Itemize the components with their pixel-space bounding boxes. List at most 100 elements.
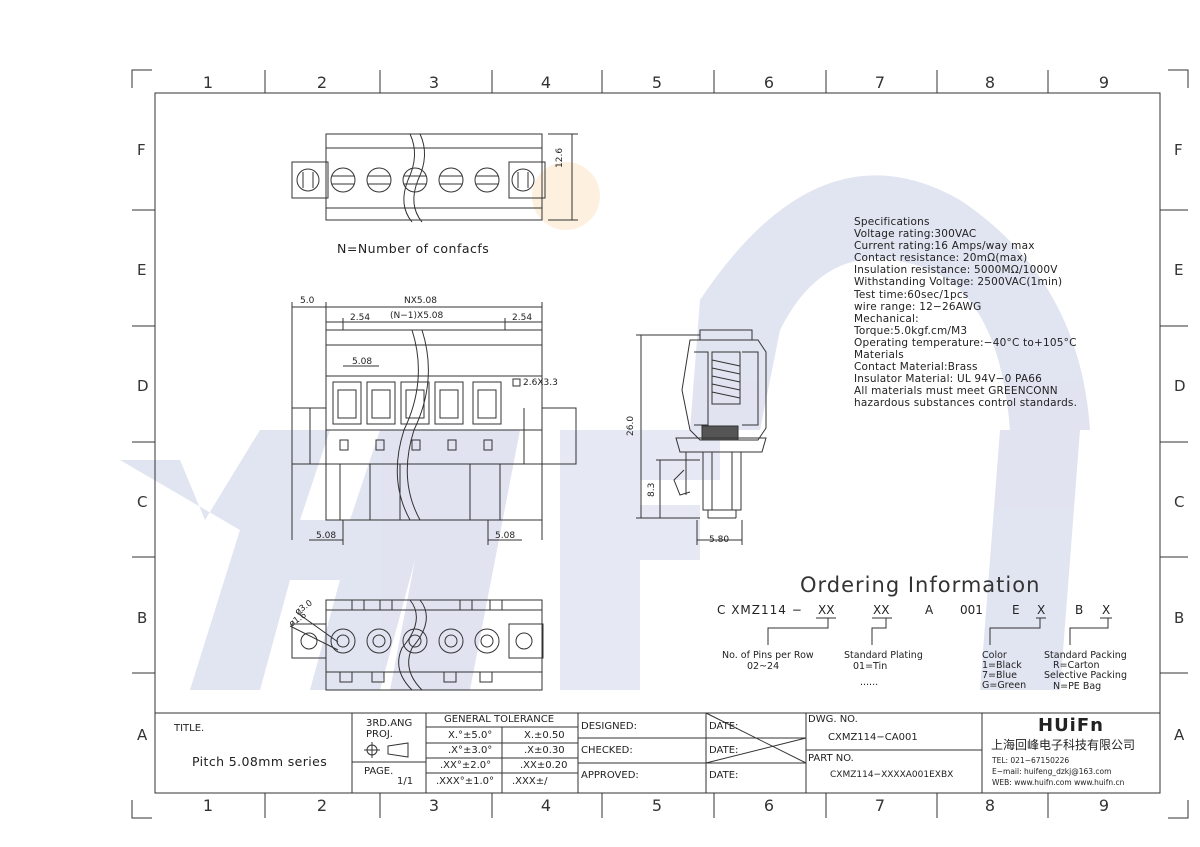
tol-linear: .XXX±/	[512, 776, 548, 787]
spec-line: Insulation resistance: 5000MΩ/1000V	[854, 264, 1058, 277]
row-label: C	[137, 493, 148, 511]
col-label: 8	[984, 73, 996, 92]
packing-value: R=Carton	[1053, 660, 1100, 671]
tolerance-header: GENERAL TOLERANCE	[444, 714, 555, 725]
watermark	[120, 162, 1090, 690]
spec-line: hazardous substances control standards.	[854, 397, 1078, 410]
side-view	[636, 329, 767, 545]
frame	[131, 69, 1189, 819]
date-label: DATE:	[709, 721, 739, 732]
col-label: 1	[202, 796, 214, 815]
checked-label: CHECKED:	[581, 745, 633, 756]
tol-linear: .X±0.30	[524, 745, 565, 756]
row-label: F	[137, 141, 146, 159]
code-001: 001	[960, 603, 983, 617]
dim-pitch: 5.08	[352, 357, 373, 367]
row-label: B	[1174, 609, 1185, 627]
company-name: 上海回峰电子科技有限公司	[991, 738, 1136, 752]
code-color: X	[1037, 603, 1046, 617]
packing-label: Standard Packing	[1044, 650, 1127, 661]
color-value: G=Green	[982, 680, 1027, 691]
dim-5-80: 5.80	[709, 535, 730, 545]
color-value: 7=Blue	[982, 670, 1018, 681]
page-value: 1/1	[397, 776, 414, 787]
code-a: A	[925, 603, 934, 617]
code-prefix: C XMZ114 −	[717, 603, 803, 617]
col-label: 4	[540, 796, 552, 815]
ordering-lines	[767, 617, 1112, 645]
front-view	[291, 302, 577, 545]
plating-more: ......	[860, 677, 879, 688]
code-packing: X	[1102, 603, 1111, 617]
page-label: PAGE.	[364, 766, 394, 777]
row-label: D	[1174, 377, 1186, 395]
tol-angle: .XXX°±1.0°	[436, 776, 495, 787]
row-label: E	[137, 261, 147, 279]
spec-line: Withstanding Voltage: 2500VAC(1min)	[854, 276, 1063, 289]
col-label: 2	[316, 73, 328, 92]
col-label: 6	[763, 73, 775, 92]
col-label: 8	[984, 796, 996, 815]
specifications: Specifications Voltage rating:300VAC Cur…	[854, 216, 1077, 410]
dwg-label: DWG. NO.	[808, 714, 858, 725]
pins-label: No. of Pins per Row	[722, 650, 814, 661]
spec-line: Test time:60sec/1pcs	[854, 288, 969, 301]
pins-range: 02~24	[747, 661, 780, 672]
dim-height: 12.6	[555, 147, 565, 168]
tol-angle: .X°±3.0°	[448, 745, 493, 756]
dwg-value: CXMZ114−CA001	[828, 732, 918, 743]
spec-line: Voltage rating:300VAC	[854, 228, 977, 241]
company-web: WEB: www.huifn.com www.huifn.cn	[992, 778, 1125, 787]
tol-angle: X.°±5.0°	[448, 730, 493, 741]
code-pins: XX	[818, 603, 835, 617]
code-plating: XX	[873, 603, 890, 617]
dim-2-54-right: 2.54	[512, 313, 533, 323]
col-label: 3	[428, 796, 440, 815]
date-label: DATE:	[709, 745, 739, 756]
part-value: CXMZ114−XXXXA001EXBX	[830, 770, 954, 780]
row-label: E	[1174, 261, 1184, 279]
tol-linear: X.±0.50	[524, 730, 565, 741]
plating-label: Standard Plating	[844, 650, 923, 661]
dim-bottom-left: 5.08	[316, 531, 337, 541]
proj-line2: PROJ.	[366, 729, 393, 740]
color-label: Color	[982, 650, 1007, 661]
designed-label: DESIGNED:	[581, 721, 637, 732]
code-e: E	[1012, 603, 1020, 617]
col-label: 7	[874, 73, 886, 92]
row-label: F	[1174, 141, 1183, 159]
spec-line: wire range: 12−26AWG	[854, 300, 982, 313]
col-label: 4	[540, 73, 552, 92]
tol-angle: .XX°±2.0°	[440, 760, 492, 771]
company-email: E−mail: huifeng_dzkj@163.com	[992, 767, 1112, 776]
ordering-title: Ordering Information	[800, 573, 1041, 597]
plating-value: 01=Tin	[853, 661, 888, 672]
spec-line: Contact resistance: 20mΩ(max)	[854, 252, 1028, 265]
title-block-lines	[155, 712, 1160, 793]
tol-linear: .XX±0.20	[520, 760, 568, 771]
col-label: 1	[202, 73, 214, 92]
top-view	[291, 133, 578, 223]
packing-value: Selective Packing	[1044, 670, 1127, 681]
packing-value: N=PE Bag	[1053, 681, 1102, 692]
company-logo: HUiFn	[1038, 715, 1104, 736]
color-value: 1=Black	[982, 660, 1022, 671]
col-label: 5	[651, 73, 663, 92]
approved-label: APPROVED:	[581, 770, 639, 781]
col-label: 9	[1098, 73, 1110, 92]
row-label: A	[1174, 726, 1185, 744]
code-b: B	[1075, 603, 1084, 617]
spec-line: Operating temperature:−40°C to+105°C	[854, 336, 1077, 349]
proj-line1: 3RD.ANG	[366, 718, 413, 729]
dim-bottom-right: 5.08	[495, 531, 516, 541]
spec-line: Materials	[854, 349, 904, 362]
dim-square: 2.6X3.3	[523, 378, 558, 388]
part-label: PART NO.	[808, 753, 854, 764]
row-label: B	[137, 609, 148, 627]
dim-n-minus-1: (N−1)X5.08	[390, 311, 444, 321]
title-label: TITLE.	[174, 723, 205, 734]
spec-line: Specifications	[854, 216, 930, 228]
date-label: DATE:	[709, 770, 739, 781]
row-label: D	[137, 377, 149, 395]
